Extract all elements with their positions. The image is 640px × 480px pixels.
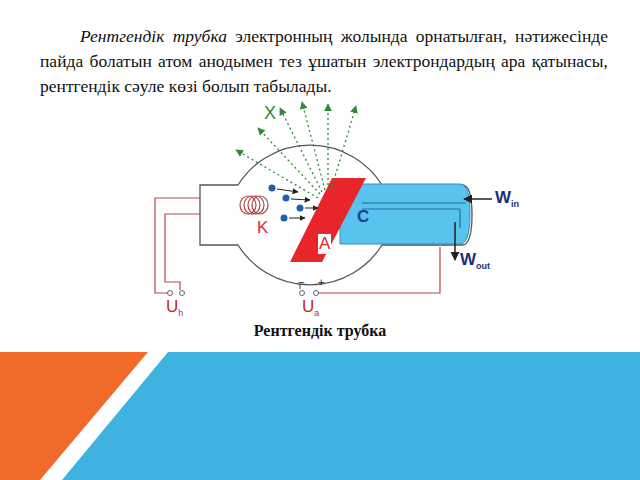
cathode-coil [240,196,268,214]
x-ray-label: X [264,103,276,124]
plus-sign: + [318,276,324,288]
electrons [269,185,319,222]
anode-label: A [318,234,331,254]
terminals [168,291,319,296]
glass-bulb [200,145,472,285]
symbol: U [302,297,314,316]
coolant-channel [362,203,466,228]
subscript: h [178,308,183,318]
anode-cylinder [340,184,470,244]
subscript: out [476,261,490,271]
cooling-label: C [357,207,369,227]
caption: Рентгендік трубка [200,322,440,340]
term: Рентгендік трубка [80,26,227,46]
water-in-arrow [464,198,492,200]
minus-sign: − [298,276,304,288]
x-rays [236,102,356,198]
anode-target [290,178,366,262]
symbol: U [166,297,178,316]
subscript: a [314,308,319,318]
blue-band [62,352,640,480]
symbol: W [460,250,476,269]
water-in-label: Win [495,188,519,208]
anode-voltage: Ua [302,297,319,317]
paragraph: Рентгендік трубка электронның жолында ор… [40,24,608,99]
cathode-label: K [257,218,268,238]
water-out-arrow [454,222,456,260]
subscript: in [511,199,519,209]
water-out-label: Wout [460,250,490,270]
heater-voltage: Uh [166,297,183,317]
symbol: W [495,188,511,207]
